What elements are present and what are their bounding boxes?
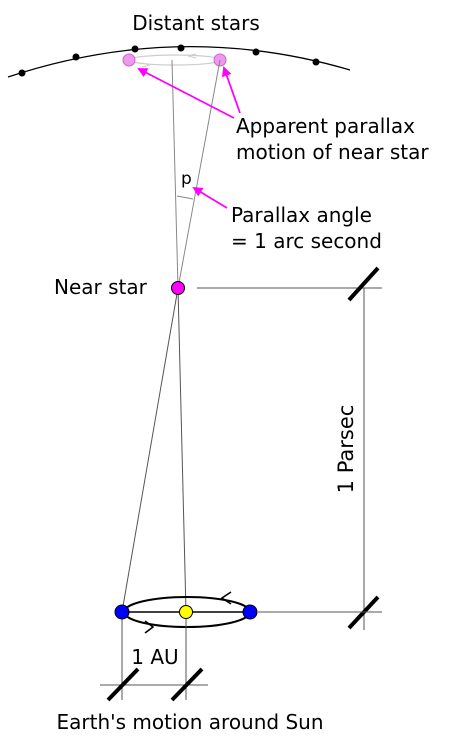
sight-line-left [171,59,179,289]
near-star-label: Near star [54,275,148,299]
parsec-tick-top [347,266,380,302]
p-label: p [181,169,192,189]
apparent-motion-arrow-1 [137,68,235,119]
sun [179,605,193,619]
orbit-arrow-top [220,591,232,605]
apparent-motion-label-line2: motion of near star [236,140,429,164]
parallax-angle-label-line2: = 1 arc second [231,229,382,253]
apparent-motion-arrow-right [187,53,197,59]
parallax-angle-arrow [192,186,228,209]
parallax-angle-label-line1: Parallax angle [231,203,372,227]
apparent-star-left [122,53,136,67]
near-star-to-earth-left [121,287,179,613]
apparent-motion-arrow-2 [221,66,241,114]
distant-star-dots [18,44,320,77]
near-star-to-sun [177,287,187,613]
au-label: 1 AU [131,645,178,669]
distant-stars-label: Distant stars [132,11,260,35]
near-star [171,281,185,295]
distant-star [131,45,139,53]
distant-star [72,53,80,61]
distant-star [252,48,260,56]
orbit-arrow-bottom [144,620,155,634]
earth-right [242,604,258,620]
apparent-motion-arrow-left [141,62,151,68]
earth-left [114,604,130,620]
distant-stars-arc [7,45,351,78]
apparent-motion-label-line1: Apparent parallax [236,114,415,138]
distant-star [312,58,320,66]
angle-arc [176,195,194,200]
distant-star [177,44,185,52]
au-tick-right [170,667,204,702]
distant-star [18,69,26,77]
earth-motion-label: Earth's motion around Sun [56,710,323,734]
parsec-label: 1 Parsec [334,405,358,494]
sight-line-right [177,59,221,289]
au-tick-left [106,667,140,702]
